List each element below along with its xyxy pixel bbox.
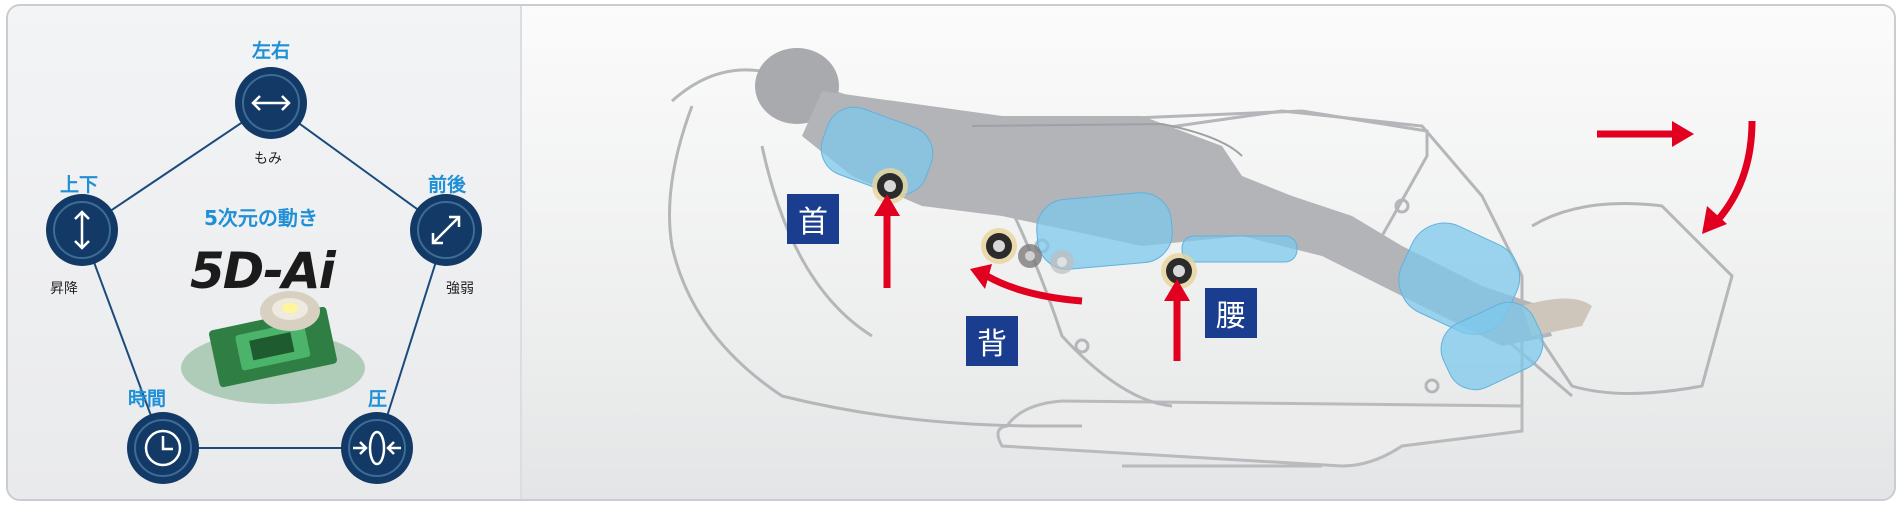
tag-neck: 首	[787, 194, 839, 244]
clock-icon	[144, 429, 182, 467]
label-pressure: 圧	[368, 388, 388, 410]
person-figure	[755, 48, 1592, 346]
node-time	[127, 412, 199, 484]
label-up-down: 上下	[60, 174, 99, 196]
node-left-right	[235, 67, 307, 139]
brand-logo: 5D-Ai	[190, 242, 336, 300]
node-front-back	[410, 194, 482, 266]
arrow-leg-right	[1597, 121, 1694, 147]
tag-back: 背	[966, 316, 1018, 366]
chair-base	[996, 399, 1524, 468]
arrow-neck-up	[874, 194, 900, 288]
tagline: 5次元の動き	[204, 206, 318, 230]
pentagon-panel: 左右 もみ 前後 強弱 圧 時間 上下 昇降 5次元の動き 5D-Ai	[8, 6, 520, 499]
pressure-icon	[353, 430, 401, 466]
airbags	[820, 106, 1544, 391]
figure-frame: 左右 もみ 前後 強弱 圧 時間 上下 昇降 5次元の動き 5D-Ai	[6, 4, 1896, 501]
node-up-down	[46, 194, 118, 266]
up-down-arrow-icon	[74, 210, 90, 250]
motion-arrows	[874, 120, 1756, 361]
sub-left-right: もみ	[254, 151, 282, 167]
arrow-waist-up	[1164, 279, 1190, 361]
sub-front-back: 強弱	[446, 281, 474, 297]
chair-frame	[668, 68, 1734, 428]
label-front-back: 前後	[428, 174, 467, 196]
airbag-foot	[1440, 301, 1544, 391]
label-left-right: 左右	[252, 40, 291, 62]
sub-up-down: 昇降	[50, 281, 78, 297]
label-time: 時間	[128, 388, 167, 410]
airbag-neck	[820, 106, 934, 196]
arrow-back-left	[970, 264, 1083, 305]
pentagon-outline	[80, 101, 448, 449]
tag-waist: 腰	[1205, 288, 1257, 338]
diagonal-arrow-icon	[431, 215, 461, 245]
pentagon-graphic	[46, 67, 482, 484]
massage-rollers	[872, 168, 1197, 289]
chair-panel: 首 背 腰	[520, 6, 1894, 499]
node-pressure	[341, 412, 413, 484]
ai-chip-illustration	[181, 291, 365, 404]
left-right-arrow-icon	[251, 95, 291, 111]
airbag-seat	[1181, 235, 1298, 263]
chair-graphic	[668, 48, 1756, 468]
arrow-leg-curve	[1702, 120, 1756, 234]
airbag-waist	[1036, 192, 1173, 270]
